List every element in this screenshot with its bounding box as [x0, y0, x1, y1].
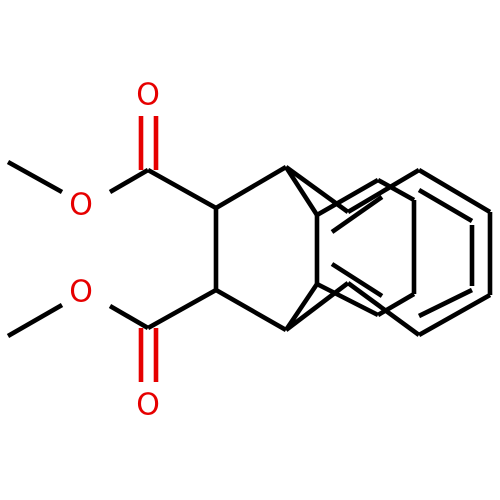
- benzo-ring-back: [346, 168, 493, 338]
- benzo-ring-front: [315, 177, 417, 318]
- bond-c4a-c5: [315, 178, 380, 217]
- oxygen-carbonyl-top-label: O: [136, 78, 160, 113]
- bond-c9a-c10: [346, 168, 421, 214]
- bond-c10-c11: [417, 168, 492, 214]
- oxygen-carbonyl-bottom-label: O: [136, 388, 160, 423]
- bond-inner-c10-c11: [417, 188, 474, 223]
- bond-inner-c12-c13: [417, 287, 474, 319]
- bond-c8-c8a: [315, 281, 380, 318]
- atom-labels: O O O O: [69, 78, 160, 423]
- bond-inner-c7-c8: [330, 262, 384, 298]
- bond-carbonyl-o-bottom: [108, 304, 150, 330]
- bond-c5-c6: [376, 177, 416, 203]
- bond-carbonyl-o-top: [108, 168, 150, 194]
- bond-inner-c5-c6: [330, 195, 384, 234]
- ester-group-bottom: [6, 287, 218, 382]
- bond-c3-carbonyl-bottom: [146, 287, 218, 331]
- bond-c7-c8: [376, 292, 416, 317]
- bond-o-methyl-top: [6, 159, 64, 195]
- bond-c4-c3: [214, 288, 288, 332]
- bond-c1-c4a: [284, 165, 319, 217]
- bond-c4-c8a: [284, 282, 319, 332]
- bond-c13-c4b: [346, 281, 421, 337]
- oxygen-ester-bottom-label: O: [69, 275, 93, 310]
- bicyclic-core: [213, 165, 350, 332]
- bond-c2-c1: [214, 165, 288, 210]
- oxygen-ester-top-label: O: [69, 188, 93, 223]
- bond-c2-carbonyl-top: [146, 167, 218, 211]
- bond-c4-c4b: [284, 281, 350, 332]
- ester-group-top: [6, 116, 218, 211]
- bond-o-methyl-bottom: [6, 303, 64, 338]
- bond-c12-c13: [417, 292, 492, 338]
- bond-c1-c9a: [284, 165, 350, 214]
